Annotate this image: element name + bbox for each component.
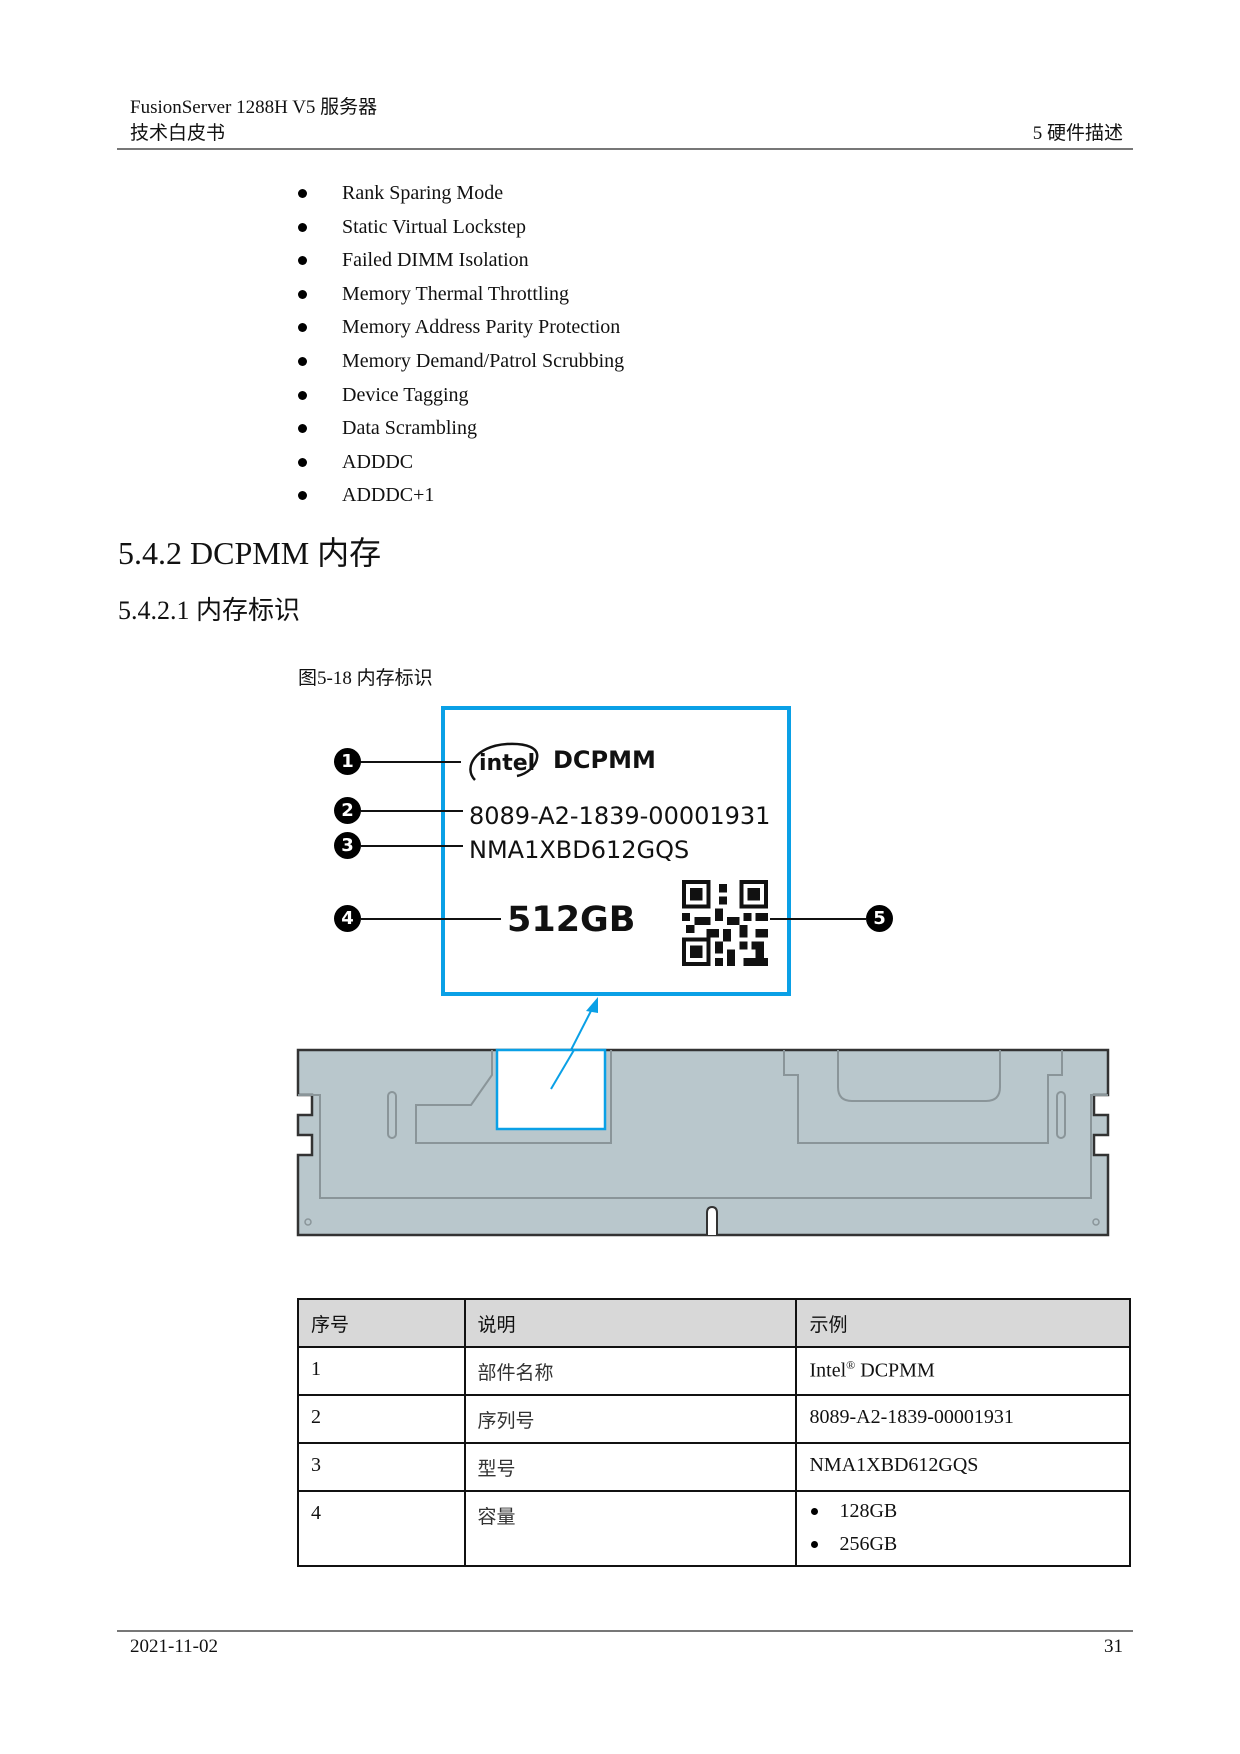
column-header-example: 示例 (795, 1298, 1131, 1348)
label-description-table: 序号 说明 示例 1 部件名称 Intel® DCPMM 2 序列号 8089-… (297, 1298, 1131, 1567)
table-row: 2 序列号 8089-A2-1839-00001931 (297, 1394, 1131, 1444)
bullet-icon (298, 189, 307, 198)
leader-line-2 (361, 810, 463, 812)
footer-rule (117, 1630, 1133, 1632)
capacity-list: 128GB 256GB (809, 1495, 1117, 1561)
dimm-module-illustration (296, 997, 1110, 1237)
bullet-icon (298, 491, 307, 501)
list-item: Data Scrambling (298, 413, 624, 447)
header-rule (117, 148, 1133, 150)
list-item: Memory Address Parity Protection (298, 312, 624, 346)
bullet-icon (298, 356, 307, 366)
column-header-desc: 说明 (463, 1298, 798, 1348)
subsection-heading: 5.4.2.1 内存标识 (118, 596, 301, 625)
table-header-row: 序号 说明 示例 (297, 1298, 1131, 1348)
qr-code-icon (682, 880, 768, 966)
list-item: 128GB (809, 1495, 1117, 1528)
bullet-icon (811, 1508, 819, 1515)
bullet-icon (298, 390, 307, 400)
leader-line-3 (361, 845, 463, 847)
list-item: 256GB (809, 1528, 1117, 1561)
bullet-icon (298, 424, 307, 434)
leader-line-1 (361, 761, 461, 763)
bullet-icon (298, 289, 307, 299)
table-row: 4 容量 128GB 256GB (297, 1490, 1131, 1567)
list-item: Failed DIMM Isolation (298, 245, 624, 279)
table-row: 3 型号 NMA1XBD612GQS (297, 1442, 1131, 1492)
intel-logo-icon: intel (469, 742, 539, 781)
leader-line-4 (361, 918, 501, 920)
list-item: Device Tagging (298, 380, 624, 414)
arrow-icon (586, 997, 598, 1013)
callout-1: 1 (334, 748, 361, 775)
label-model: NMA1XBD612GQS (469, 836, 690, 864)
page-number: 31 (1104, 1636, 1123, 1657)
list-item: Memory Demand/Patrol Scrubbing (298, 346, 624, 380)
bullet-icon (298, 457, 307, 467)
callout-3: 3 (334, 832, 361, 859)
callout-4: 4 (334, 905, 361, 932)
leader-line-5 (770, 918, 866, 920)
table-row: 1 部件名称 Intel® DCPMM (297, 1346, 1131, 1396)
bullet-icon (298, 256, 307, 266)
doc-subtitle: 技术白皮书 (130, 123, 226, 144)
callout-2: 2 (334, 797, 361, 824)
bullet-icon (811, 1541, 819, 1548)
list-item: Memory Thermal Throttling (298, 279, 624, 313)
bullet-icon (298, 222, 307, 232)
label-serial: 8089-A2-1839-00001931 (469, 802, 771, 830)
figure-caption: 图5-18 内存标识 (298, 668, 433, 689)
list-item: ADDDC (298, 447, 624, 481)
bullet-icon (298, 323, 307, 333)
svg-text:intel: intel (479, 751, 535, 776)
feature-list: Rank Sparing Mode Static Virtual Lockste… (298, 178, 624, 514)
doc-title: FusionServer 1288H V5 服务器 (130, 97, 378, 118)
label-product: DCPMM (553, 746, 656, 774)
label-capacity: 512GB (507, 900, 636, 940)
memory-label: intel DCPMM 8089-A2-1839-00001931 NMA1XB… (441, 706, 791, 996)
column-header-no: 序号 (297, 1298, 466, 1348)
chapter-title: 5 硬件描述 (1032, 123, 1123, 144)
list-item: Rank Sparing Mode (298, 178, 624, 212)
list-item: ADDDC+1 (298, 480, 624, 514)
list-item: Static Virtual Lockstep (298, 212, 624, 246)
footer-date: 2021-11-02 (130, 1636, 218, 1657)
section-heading: 5.4.2 DCPMM 内存 (118, 535, 382, 571)
callout-5: 5 (866, 905, 893, 932)
